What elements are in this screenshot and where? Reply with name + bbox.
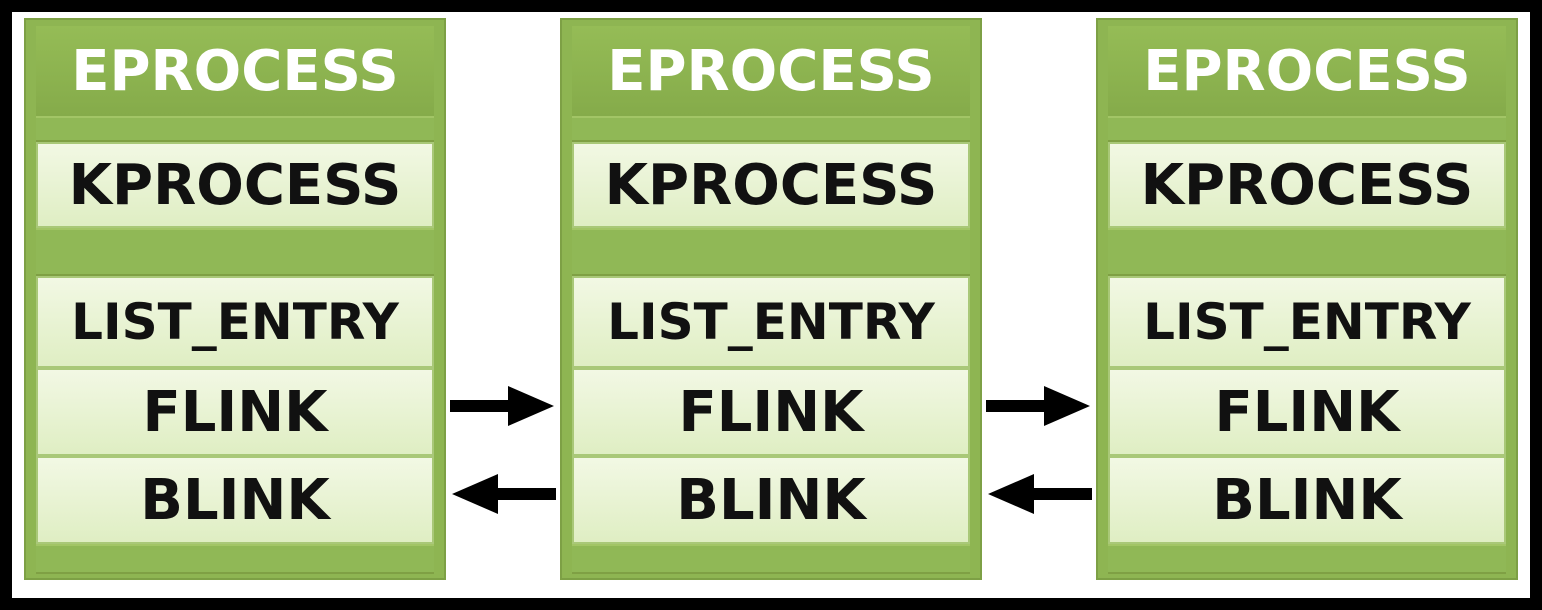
flink-arrow-1-to-2	[450, 386, 554, 426]
divider-band	[36, 228, 434, 276]
eprocess-header: EPROCESS	[36, 26, 434, 116]
flink-cell: FLINK	[572, 368, 970, 456]
eprocess-block-1: EPROCESS KPROCESS LIST_ENTRY FLINK BLINK	[24, 18, 446, 580]
divider-band	[572, 544, 970, 574]
kprocess-cell: KPROCESS	[36, 142, 434, 228]
divider-band	[1108, 544, 1506, 574]
list-entry-cell: LIST_ENTRY	[572, 276, 970, 368]
eprocess-header: EPROCESS	[572, 26, 970, 116]
divider-band	[36, 544, 434, 574]
kprocess-cell: KPROCESS	[572, 142, 970, 228]
list-entry-cell: LIST_ENTRY	[1108, 276, 1506, 368]
list-entry-cell: LIST_ENTRY	[36, 276, 434, 368]
flink-arrow-2-to-3	[986, 386, 1090, 426]
blink-arrow-2-to-1	[452, 474, 556, 514]
blink-arrow-3-to-2	[988, 474, 1092, 514]
kprocess-cell: KPROCESS	[1108, 142, 1506, 228]
eprocess-header: EPROCESS	[1108, 26, 1506, 116]
eprocess-block-2: EPROCESS KPROCESS LIST_ENTRY FLINK BLINK	[560, 18, 982, 580]
divider-band	[36, 116, 434, 142]
divider-band	[1108, 228, 1506, 276]
flink-cell: FLINK	[1108, 368, 1506, 456]
divider-band	[572, 228, 970, 276]
blink-cell: BLINK	[36, 456, 434, 544]
blink-cell: BLINK	[572, 456, 970, 544]
eprocess-block-3: EPROCESS KPROCESS LIST_ENTRY FLINK BLINK	[1096, 18, 1518, 580]
blink-cell: BLINK	[1108, 456, 1506, 544]
divider-band	[572, 116, 970, 142]
flink-cell: FLINK	[36, 368, 434, 456]
divider-band	[1108, 116, 1506, 142]
